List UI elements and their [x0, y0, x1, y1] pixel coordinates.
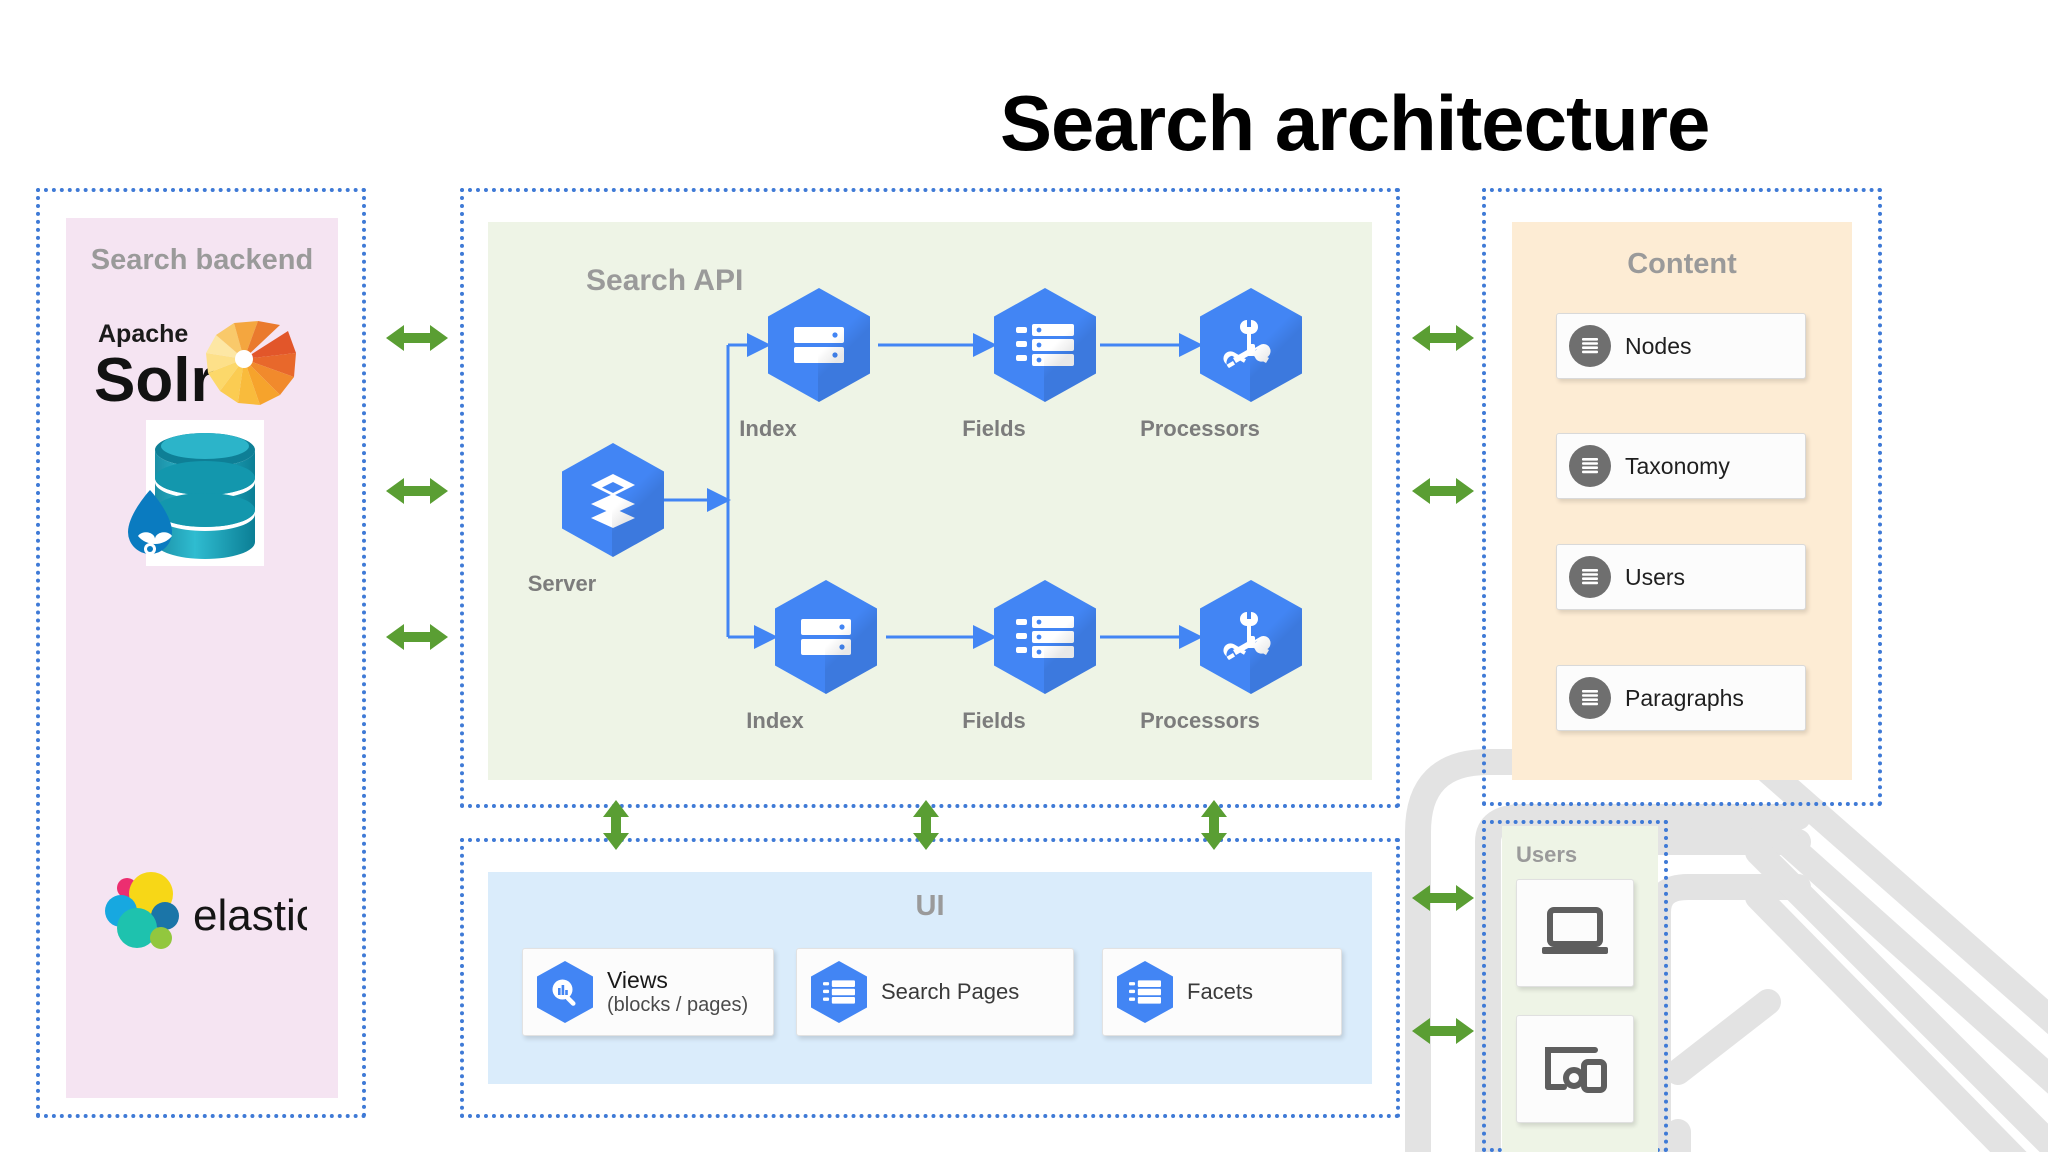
arrow-api-content-2	[1412, 478, 1474, 504]
arrow-api-ui-1	[603, 800, 629, 850]
apache-solr-logo: Apache Solr	[94, 320, 296, 415]
database-rows-icon	[801, 619, 851, 655]
users-device-devices[interactable]	[1516, 1015, 1634, 1123]
views-hexagon	[537, 961, 593, 1023]
elastic-logo: elastic	[105, 872, 318, 949]
arrow-backend-api-3	[386, 624, 448, 650]
search-backend-title: Search backend	[90, 244, 314, 276]
node-label: Processors	[1140, 416, 1260, 441]
ui-card-views[interactable]: Views (blocks / pages)	[522, 948, 774, 1036]
node-label: Index	[746, 708, 804, 733]
content-item-nodes[interactable]: Nodes	[1556, 313, 1806, 379]
laptop-icon	[1542, 907, 1608, 954]
list-rows-icon	[1129, 980, 1161, 1004]
arrow-backend-api-2	[386, 478, 448, 504]
drupal-database-logo-slot	[66, 416, 338, 581]
arrow-backend-api-1	[386, 325, 448, 351]
database-rows-icon	[794, 327, 844, 363]
node-label: Index	[739, 416, 797, 441]
devices-icon	[1545, 1047, 1607, 1093]
content-item-taxonomy[interactable]: Taxonomy	[1556, 433, 1806, 499]
views-magnifier-chart-icon	[552, 979, 576, 1006]
node-label: Processors	[1140, 708, 1260, 733]
views-card-line2: (blocks / pages)	[607, 993, 749, 1016]
list-rows-icon	[1016, 616, 1074, 658]
layers-icon	[591, 474, 635, 528]
users-device-laptop[interactable]	[1516, 879, 1634, 987]
page-title: Search architecture	[1000, 79, 1710, 167]
content-dotted-container	[1482, 188, 1882, 806]
document-lines-icon	[1569, 556, 1611, 598]
node-label: Server	[527, 571, 597, 596]
ui-card-facets[interactable]: Facets	[1102, 948, 1342, 1036]
arrow-api-ui-3	[1201, 800, 1227, 850]
backend-dotted-container	[36, 188, 366, 1118]
views-card-text: Views (blocks / pages)	[607, 967, 748, 1018]
node-label: Fields	[962, 416, 1026, 441]
drupal-database-logo	[128, 420, 264, 566]
arrow-ui-users-1	[1412, 885, 1474, 911]
processors-hexagon	[1200, 580, 1302, 694]
facets-card-line1: Facets	[1187, 979, 1254, 1005]
users-title: Users	[1516, 842, 1578, 867]
elastic-wordmark: elastic	[193, 891, 307, 940]
drupal-drop-icon	[128, 490, 172, 555]
document-lines-icon	[1569, 325, 1611, 367]
search-backend-panel: Search backend Apache Solr	[66, 218, 338, 1098]
apache-solr-logo-slot: Apache Solr	[66, 304, 338, 429]
search-api-title: Search API	[586, 264, 744, 297]
search-pages-hexagon	[811, 961, 867, 1023]
content-item-users[interactable]: Users	[1556, 544, 1806, 610]
list-rows-icon	[1016, 324, 1074, 366]
content-item-label: Paragraphs	[1625, 684, 1744, 711]
node-label: Fields	[962, 708, 1026, 733]
arrow-ui-users-2	[1412, 1018, 1474, 1044]
content-title: Content	[1627, 248, 1737, 280]
wrenches-icon	[1223, 612, 1271, 660]
content-item-label: Users	[1625, 563, 1686, 590]
database-cylinder-icon	[155, 433, 255, 559]
content-item-label: Taxonomy	[1625, 452, 1730, 479]
arrow-api-ui-2	[913, 800, 939, 850]
search-pages-card-text: Search Pages	[881, 979, 1019, 1005]
search-pages-card-line1: Search Pages	[881, 979, 1020, 1005]
ui-card-search-pages[interactable]: Search Pages	[796, 948, 1074, 1036]
elastic-logo-slot: elastic	[66, 868, 338, 959]
list-rows-icon	[823, 980, 855, 1004]
solr-apache-text: Apache	[98, 320, 188, 348]
document-lines-icon	[1569, 677, 1611, 719]
facets-hexagon	[1117, 961, 1173, 1023]
content-item-paragraphs[interactable]: Paragraphs	[1556, 665, 1806, 731]
ui-title: UI	[915, 890, 945, 922]
content-item-label: Nodes	[1625, 332, 1692, 359]
solr-solr-text: Solr	[94, 346, 215, 415]
wrenches-icon	[1223, 320, 1271, 368]
views-card-line1: Views	[607, 966, 668, 993]
facets-card-text: Facets	[1187, 979, 1253, 1005]
document-lines-icon	[1569, 445, 1611, 487]
solr-sunburst-icon	[206, 321, 296, 405]
arrow-api-content-1	[1412, 325, 1474, 351]
elastic-mark-icon	[105, 872, 179, 949]
